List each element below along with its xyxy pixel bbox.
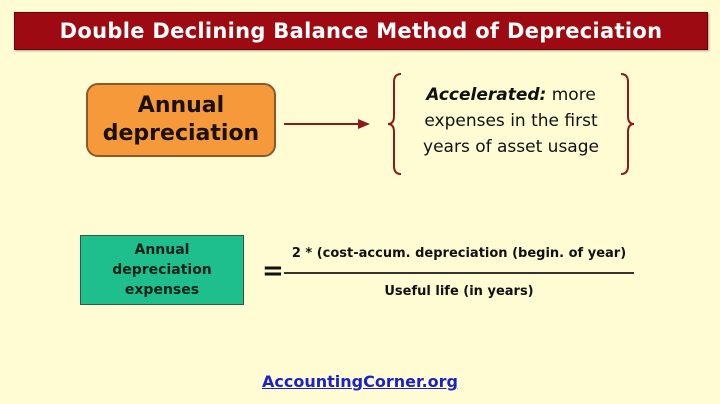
accelerated-emphasis: Accelerated: [426, 85, 547, 105]
left-brace-icon [387, 73, 402, 175]
accelerated-description: Accelerated: more expenses in the first … [404, 82, 618, 160]
accelerated-line1: more [546, 85, 596, 105]
lhs-line1: Annual [134, 242, 190, 258]
annual-depreciation-box: Annual depreciation [86, 83, 276, 157]
annual-depreciation-expenses-box: Annual depreciation expenses [80, 235, 244, 305]
page-title: Double Declining Balance Method of Depre… [59, 19, 663, 43]
title-bar: Double Declining Balance Method of Depre… [14, 12, 708, 50]
lhs-line2: depreciation [112, 262, 212, 278]
accountingcorner-link[interactable]: AccountingCorner.org [262, 372, 458, 391]
arrow-right-icon [284, 119, 370, 129]
right-brace-icon [620, 73, 635, 175]
formula-denominator: Useful life (in years) [384, 284, 534, 299]
accelerated-line3: years of asset usage [423, 137, 599, 157]
formula-numerator: 2 * (cost-accum. depreciation (begin. of… [291, 246, 627, 261]
annual-box-line1: Annual [137, 93, 225, 118]
fraction-line [284, 272, 634, 274]
lhs-line3: expenses [124, 282, 200, 298]
annual-box-line2: depreciation [102, 121, 260, 146]
equals-sign: = [262, 256, 284, 286]
accelerated-line2: expenses in the first [424, 111, 598, 131]
